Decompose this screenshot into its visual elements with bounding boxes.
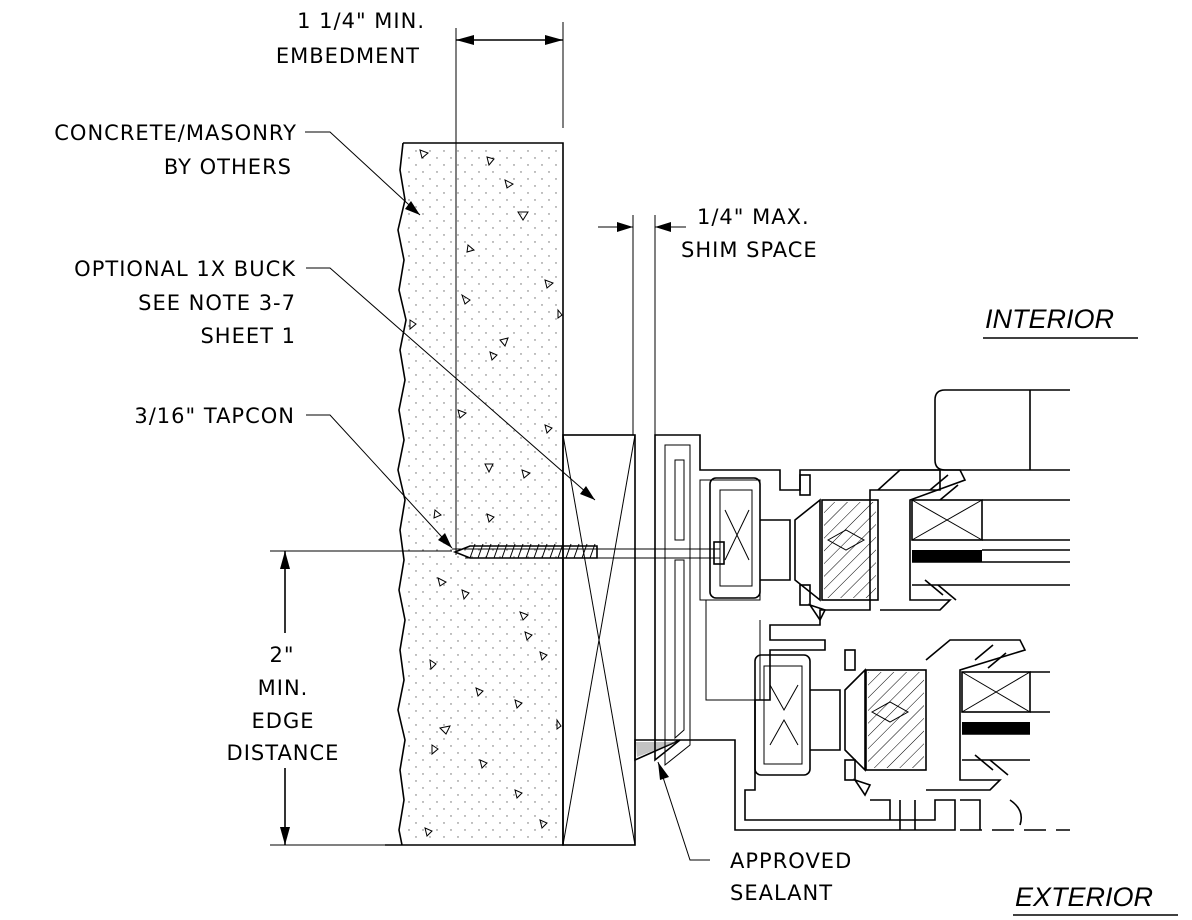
buck-label-3: SHEET 1 xyxy=(200,324,296,348)
leader-lines xyxy=(305,131,710,861)
exterior-label: EXTERIOR xyxy=(1015,882,1153,912)
annotations: 1 1/4" MIN. EMBEDMENT CONCRETE/MASONRY B… xyxy=(54,9,1178,916)
shim-label-1: 1/4" MAX. xyxy=(697,205,810,229)
shim-dimension xyxy=(598,215,686,435)
edge-label-2: MIN. xyxy=(258,676,309,700)
sealant-label-2: SEALANT xyxy=(730,881,833,905)
embedment-dimension xyxy=(455,22,564,555)
wood-buck xyxy=(562,434,636,846)
interior-label: INTERIOR xyxy=(985,304,1114,334)
shim-label-2: SHIM SPACE xyxy=(681,238,818,262)
edge-label-1: 2" xyxy=(269,643,294,667)
lower-sash xyxy=(754,639,1050,830)
buck-label-2: SEE NOTE 3-7 xyxy=(138,291,296,315)
buck-label-1: OPTIONAL 1X BUCK xyxy=(74,257,296,281)
edge-distance-dimension xyxy=(270,550,452,846)
embedment-label-2: EMBEDMENT xyxy=(276,44,420,68)
concrete-stipple xyxy=(406,146,561,842)
upper-sash xyxy=(709,469,983,622)
window-frame-profile xyxy=(654,389,1070,831)
embedment-label-1: 1 1/4" MIN. xyxy=(297,9,425,33)
edge-label-3: EDGE xyxy=(252,709,315,733)
concrete-label-1: CONCRETE/MASONRY xyxy=(54,121,297,145)
concrete-wall xyxy=(385,142,564,846)
tapcon-screw xyxy=(452,541,725,565)
edge-label-4: DISTANCE xyxy=(227,741,340,765)
tapcon-label: 3/16" TAPCON xyxy=(134,404,295,428)
sealant-label-1: APPROVED xyxy=(730,849,852,873)
concrete-label-2: BY OTHERS xyxy=(164,155,292,179)
approved-sealant xyxy=(634,739,681,762)
